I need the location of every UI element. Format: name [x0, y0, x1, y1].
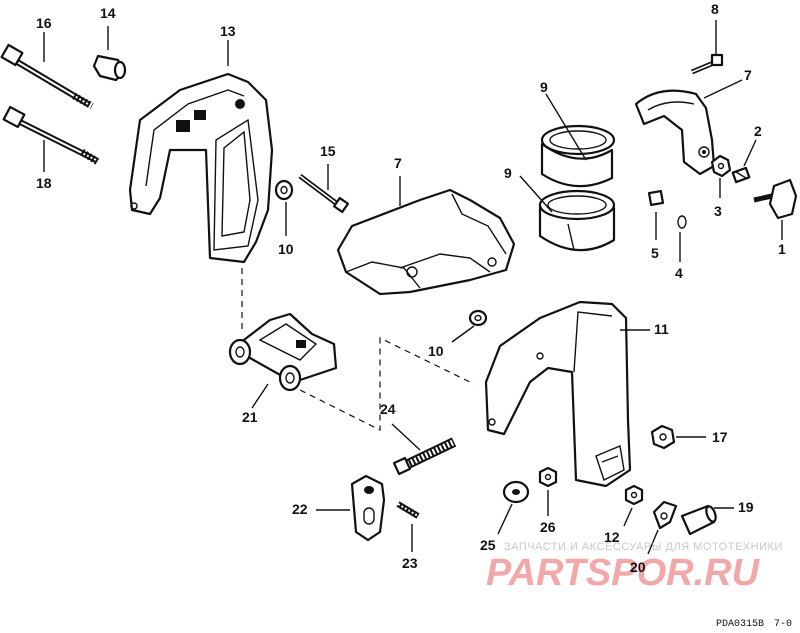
- callout-22: 22: [292, 501, 308, 517]
- part-9-bushing-lower: [538, 189, 616, 252]
- watermark: ЗАПЧАСТИ И АКСЕССУАРЫ ДЛЯ МОТОТЕХНИКИ PA…: [486, 541, 783, 594]
- callout-3: 3: [714, 203, 722, 219]
- callout-8: 8: [711, 1, 719, 17]
- part-22-lock-lever: [350, 474, 386, 542]
- watermark-tagline: ЗАПЧАСТИ И АКСЕССУАРЫ ДЛЯ МОТОТЕХНИКИ: [504, 541, 783, 553]
- watermark-logo-text: PARTSPOR.RU: [486, 552, 761, 594]
- part-24-threaded-bolt: [392, 437, 457, 476]
- part-7-clamp-body: [336, 188, 516, 296]
- callout-7-center: 7: [394, 155, 402, 171]
- part-9-bushing-upper: [540, 124, 616, 188]
- part-8-screw: [691, 53, 724, 75]
- assembly-dashed-lines: [241, 268, 475, 431]
- part-18-long-bolt: [2, 105, 100, 165]
- figure-code: PDA0315B: [716, 619, 764, 630]
- part-10-washer-upper: [274, 179, 294, 201]
- part-25-washer: [502, 480, 530, 504]
- part-3-nut: [710, 154, 732, 178]
- part-1-thumb-screw: [753, 178, 798, 220]
- callout-1: 1: [778, 241, 786, 257]
- part-21-tilt-lock: [228, 312, 338, 392]
- callout-25: 25: [480, 537, 496, 553]
- callout-7-right: 7: [744, 67, 752, 83]
- callout-20: 20: [630, 559, 646, 575]
- part-20-wing-clip: [652, 500, 678, 530]
- part-11-stern-bracket: [484, 300, 632, 488]
- callout-21: 21: [242, 409, 258, 425]
- callout-14: 14: [100, 5, 116, 21]
- part-10-washer-lower: [468, 309, 488, 327]
- figure-suffix: 7-0: [774, 619, 792, 630]
- callout-18: 18: [36, 175, 52, 191]
- callout-24: 24: [380, 401, 396, 417]
- callout-15: 15: [320, 143, 336, 159]
- part-15-bolt: [298, 174, 350, 214]
- callout-12: 12: [604, 529, 620, 545]
- part-4-o-ring: [677, 215, 687, 229]
- callout-9-lower: 9: [504, 165, 512, 181]
- callout-26: 26: [540, 519, 556, 535]
- part-13-swivel-bracket: [128, 72, 274, 264]
- part-12-nut: [624, 484, 644, 506]
- callout-17: 17: [712, 429, 728, 445]
- part-7-clamp-right: [634, 89, 716, 176]
- callout-5: 5: [651, 245, 659, 261]
- callout-19: 19: [738, 499, 754, 515]
- callout-13: 13: [220, 23, 236, 39]
- callout-9-upper: 9: [540, 79, 548, 95]
- part-17-nut: [650, 424, 676, 450]
- callout-11: 11: [654, 321, 669, 337]
- part-2-set-screw: [731, 166, 751, 184]
- part-5-pad: [647, 189, 665, 207]
- callout-10b: 10: [428, 343, 444, 359]
- callout-16: 16: [36, 15, 52, 31]
- part-16-long-bolt: [0, 43, 94, 110]
- callout-23: 23: [402, 555, 418, 571]
- callout-10a: 10: [278, 241, 294, 257]
- part-26-nut: [538, 466, 558, 488]
- callout-2: 2: [754, 123, 762, 139]
- part-23-pin: [396, 501, 420, 519]
- part-19-sleeve: [680, 504, 717, 536]
- callout-4: 4: [675, 265, 683, 281]
- part-14-bushing: [92, 54, 127, 82]
